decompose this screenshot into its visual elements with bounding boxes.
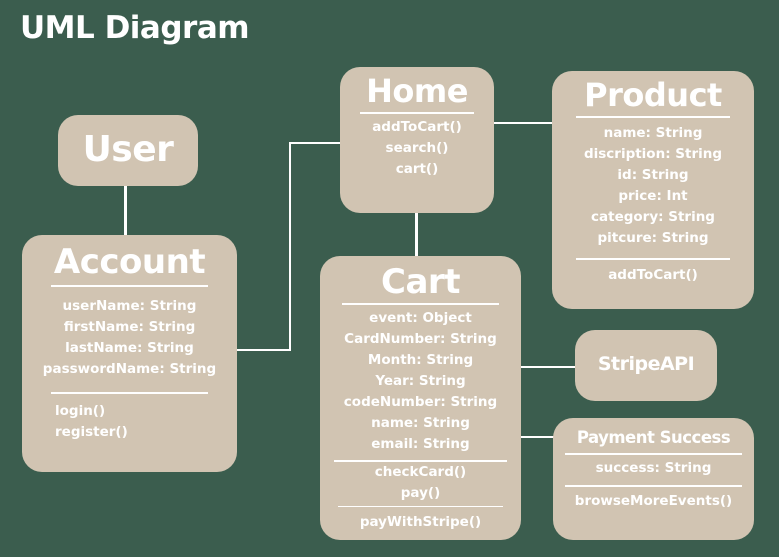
connector-home-product (494, 122, 554, 124)
method: search() (385, 140, 449, 156)
attribute: event: Object (369, 310, 472, 326)
divider (576, 116, 730, 118)
class-home-name: Home (366, 72, 468, 110)
attribute: userName: String (62, 298, 197, 314)
connector-cart-payment (521, 436, 555, 438)
connector-home-cart (415, 213, 418, 257)
attribute: pitcure: String (597, 230, 709, 246)
attribute: firstName: String (63, 319, 196, 335)
class-stripe-api: StripeAPI (575, 330, 717, 401)
class-account: Account userName: String firstName: Stri… (22, 235, 237, 472)
method: cart() (395, 161, 439, 177)
class-payment-success: Payment Success success: String browseMo… (553, 418, 754, 540)
attribute: codeNumber: String (343, 394, 498, 410)
method: checkCard() (374, 464, 467, 480)
attribute: name: String (603, 125, 703, 141)
class-account-name: Account (53, 242, 206, 282)
class-user: User (58, 115, 198, 186)
account-attributes: userName: String firstName: String lastN… (22, 296, 237, 380)
divider (334, 460, 507, 462)
divider (51, 392, 208, 394)
payment-attributes: success: String (553, 458, 754, 479)
method: pay() (400, 485, 441, 501)
class-cart-name: Cart (381, 262, 460, 302)
divider (51, 285, 208, 287)
attribute: category: String (591, 209, 715, 225)
class-home: Home addToCart() search() cart() (340, 67, 494, 213)
product-methods: addToCart() (552, 265, 754, 286)
divider (565, 453, 742, 455)
cart-methods: checkCard() pay() (320, 462, 521, 504)
attribute: name: String (371, 415, 470, 431)
diagram-title: UML Diagram (20, 10, 250, 46)
product-attributes: name: String discription: String id: Str… (552, 123, 754, 249)
attribute: price: Int (618, 188, 688, 204)
account-methods: login() register() (55, 401, 237, 443)
connector-account-home-v (289, 142, 291, 351)
class-cart: Cart event: Object CardNumber: String Mo… (320, 256, 521, 540)
connector-account-home-h2 (289, 142, 343, 144)
divider (342, 303, 499, 305)
cart-attributes: event: Object CardNumber: String Month: … (320, 308, 521, 455)
method: payWithStripe() (359, 514, 482, 530)
class-product-name: Product (584, 76, 722, 114)
attribute: Year: String (375, 373, 466, 389)
divider (576, 258, 730, 260)
connector-user-account (124, 185, 127, 237)
divider (565, 485, 742, 487)
method: login() (55, 403, 106, 419)
class-payment-success-name: Payment Success (576, 428, 731, 447)
attribute: success: String (595, 460, 712, 476)
attribute: email: String (371, 436, 470, 452)
class-product: Product name: String discription: String… (552, 71, 754, 309)
class-stripe-api-name: StripeAPI (597, 353, 695, 375)
attribute: CardNumber: String (344, 331, 497, 347)
cart-methods-extra: payWithStripe() (320, 512, 521, 533)
method: register() (55, 424, 128, 440)
payment-methods: browseMoreEvents() (553, 491, 754, 512)
divider (360, 112, 474, 114)
method: addToCart() (372, 119, 462, 135)
attribute: id: String (617, 167, 689, 183)
method: browseMoreEvents() (574, 493, 733, 509)
connector-cart-stripe (521, 366, 577, 368)
connector-account-home-h1 (236, 349, 290, 351)
home-methods: addToCart() search() cart() (340, 117, 494, 180)
divider (338, 506, 503, 507)
attribute: lastName: String (65, 340, 194, 356)
attribute: discription: String (583, 146, 723, 162)
method: addToCart() (608, 267, 698, 283)
attribute: passwordName: String (42, 361, 217, 377)
class-user-name: User (82, 129, 174, 170)
attribute: Month: String (367, 352, 474, 368)
